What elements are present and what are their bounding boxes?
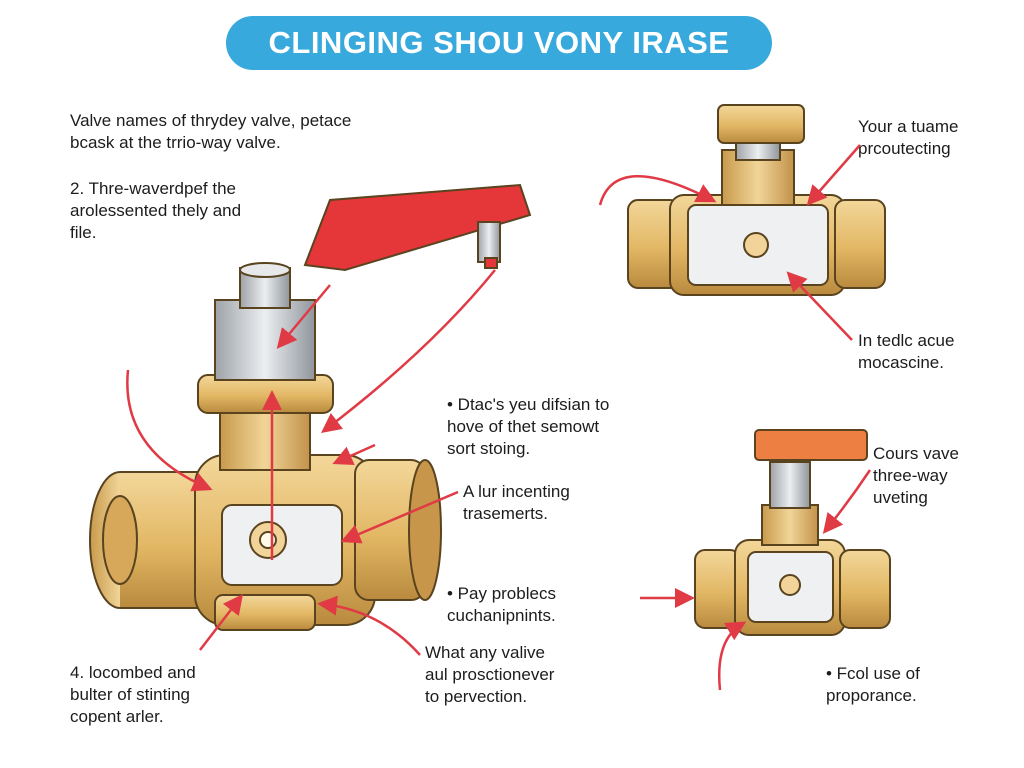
three-way-valve-top-icon <box>627 104 886 296</box>
three-way-valve-main-icon <box>89 183 532 631</box>
arrow <box>340 490 459 544</box>
arrow <box>126 369 213 492</box>
label-top-right-1: Your a tuame prcoutecting <box>858 117 959 158</box>
label-bottom-right-2: • Fcol use of proporance. <box>826 664 920 705</box>
label-item-2: 2. Thre-waverdpef the arolessented thely… <box>70 179 242 242</box>
arrow <box>332 443 376 466</box>
page-title: CLINGING SHOU VONY IRASE <box>268 25 730 60</box>
label-mid-1: • Dtac's yeu difsian to hove of thet sem… <box>447 395 610 458</box>
label-item-4: 4. locombed and bulter of stinting copen… <box>70 663 196 726</box>
arrow <box>822 469 872 534</box>
label-mid-2: A lur incenting trasemerts. <box>463 482 570 523</box>
title-banner: CLINGING SHOU VONY IRASE <box>226 16 772 70</box>
arrow <box>806 144 861 206</box>
arrow <box>276 284 331 349</box>
arrow <box>718 621 747 691</box>
label-top-right-2: In tedlc acue mocascine. <box>858 331 955 372</box>
arrow <box>598 174 717 206</box>
arrow <box>199 594 244 651</box>
label-mid-4: What any valive aul prosctionever to per… <box>425 643 555 706</box>
arrow <box>786 271 853 341</box>
label-intro: Valve names of thrydey valve, petace bca… <box>70 111 352 152</box>
arrows <box>126 144 872 691</box>
three-way-valve-small-icon <box>694 429 891 636</box>
arrow <box>317 595 421 656</box>
label-bottom-right-1: Cours vave three-way uveting <box>873 444 959 507</box>
arrow <box>321 269 496 434</box>
label-mid-3: • Pay problecs cuchanipnints. <box>447 584 556 625</box>
